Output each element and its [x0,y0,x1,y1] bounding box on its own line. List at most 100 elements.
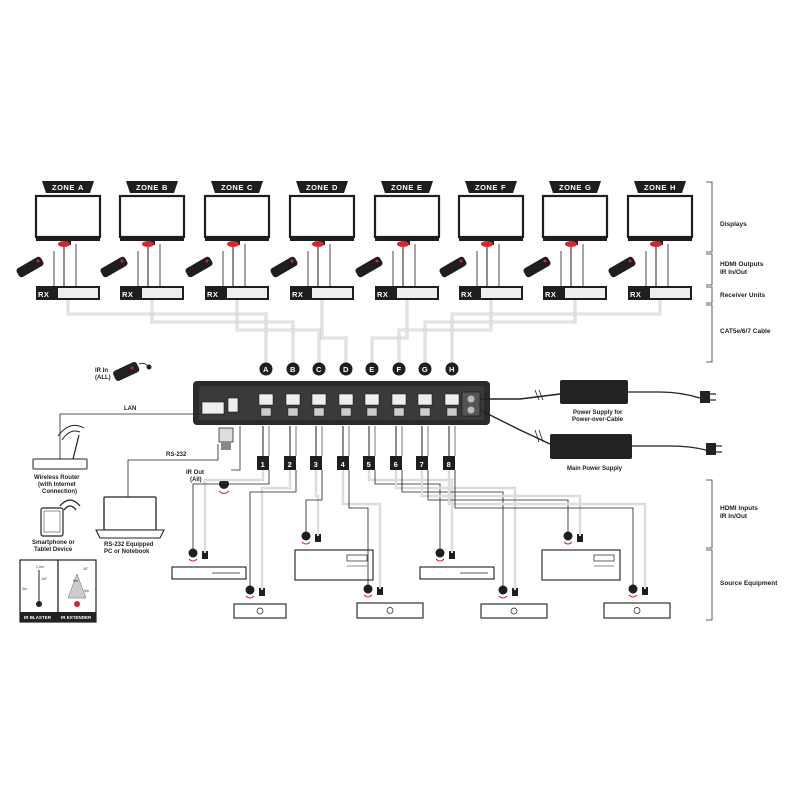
remote-led-icon [290,259,294,263]
display-screen [541,194,609,239]
svg-text:3m: 3m [22,587,27,591]
input-badge [363,456,375,470]
hdmi-outputs-ir-label: IR In/Out [720,269,748,276]
source-device [171,548,247,580]
output-badge-label: B [290,365,296,374]
hdmi-input-port [287,407,299,417]
source-device [419,548,495,580]
cat-cable [320,300,348,370]
hdmi-connector-icon [227,241,239,247]
hdbaset-port [258,393,274,406]
input-badge-label: 7 [420,460,425,469]
ir-signal-icon [435,558,445,562]
ir-extender-label: IR EXTENDER [61,615,92,620]
hdmi-connector-icon [565,241,577,247]
display-screen [118,194,186,239]
matrix-unit [193,381,490,425]
ir-in-remote [113,361,152,381]
port-bank [258,393,460,417]
display-screen [626,194,694,239]
ir-signal-icon [498,595,508,599]
ir-emitter-icon [628,584,638,594]
cat-cable-core [321,300,347,370]
ir-out-label: IR Out [186,470,204,476]
hdmi-input-port [260,407,272,417]
cat-cable [235,300,321,370]
hdmi-input-port [340,407,352,417]
cat-cable-core [424,300,576,370]
zone-letter: F [501,183,506,192]
rs232-label: RS-232 [166,452,187,458]
receiver-ports [565,288,605,298]
remote-led-icon [459,259,463,263]
receiver-ports [650,288,690,298]
hdmi-plug-icon [512,588,518,596]
receiver-ports [481,288,521,298]
remote-icon [439,256,467,278]
hdmi-connector-icon [650,241,662,247]
ir-blaster-label: IR BLASTER [24,615,52,620]
receiver-ports [397,288,437,298]
cable-label: CAT5e/6/7 Cable [720,328,771,335]
rs232-connector [218,427,234,450]
ir-emitter-icon [435,548,445,558]
zone-letter: D [332,183,338,192]
display-screen [203,194,271,239]
hdbaset-port [444,393,460,406]
svg-text:60°: 60° [42,577,48,581]
ir-signal-icon [245,595,255,599]
input-badge-label: 2 [288,460,293,469]
remote-icon [523,256,551,278]
hdmi-inputs-ir-label: IR In/Out [720,513,748,520]
output-badge [365,362,379,376]
source-device [603,584,671,619]
displays-label: Displays [720,221,747,228]
input-badge [443,456,455,470]
remote-led-icon [628,259,632,263]
zone-letter: E [417,183,423,192]
display-bezel [205,237,269,241]
zone-letter: A [78,183,84,192]
category-brackets [706,181,713,621]
receiver-label: RX [545,290,556,299]
receiver-ports [142,288,182,298]
output-badge-label: H [449,365,455,374]
output-badge [312,362,326,376]
zone-label: ZONE [52,183,75,192]
ir-port [227,397,239,413]
psu-main-label: Main Power Supply [567,466,623,472]
display-bezel [459,237,523,241]
wifi-icon [59,499,81,511]
ir-signal-icon [188,558,198,562]
notebook-pc [95,496,165,539]
sources-layer [171,470,671,619]
pc-label: RS-232 Equipped [104,542,154,548]
remote-led-icon [120,259,124,263]
display-screen [288,194,356,239]
ir-emitter-icon [245,585,255,595]
remote-icon [270,256,298,278]
smartphone-label: Smartphone or [32,540,75,546]
remote-icon [608,256,636,278]
cat-cable [150,300,295,370]
remote-led-icon [375,259,379,263]
receiver-label: RX [377,290,388,299]
output-badge-label: A [263,365,269,374]
hdmi-input-port [313,407,325,417]
ir-signal-icon [563,541,573,545]
power-supply-poc [480,380,716,404]
hdmi-outputs-label: HDMI Outputs [720,261,764,268]
hdbaset-port [311,393,327,406]
cat-cable [423,300,577,370]
cat-cable [370,300,409,370]
ir-emitter-icon [498,585,508,595]
output-badge-label: G [422,365,428,374]
svg-text:5m: 5m [73,579,78,583]
ir-in-all-label: (ALL) [95,375,111,381]
receiver-label: RX [630,290,641,299]
